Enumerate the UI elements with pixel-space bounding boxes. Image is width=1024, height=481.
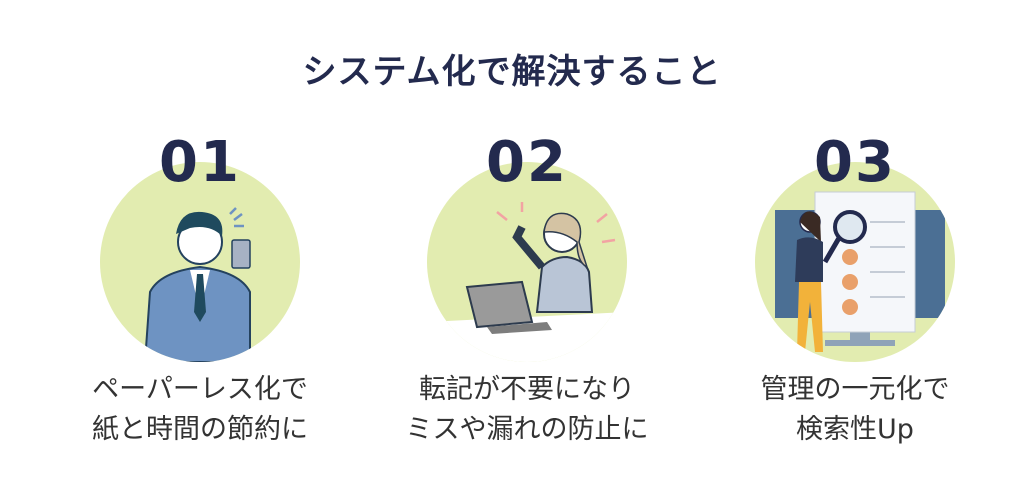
item-number: 01 [159, 130, 241, 195]
caption-line-2: 紙と時間の節約に [92, 414, 308, 445]
illustration-circle [755, 162, 955, 362]
item-caption: 転記が不要になり ミスや漏れの防止に [367, 370, 687, 450]
illustration-circle [427, 162, 627, 362]
woman-with-magnifier-icon [775, 191, 945, 352]
item-number: 02 [486, 130, 568, 195]
caption-line-2: ミスや漏れの防止に [405, 414, 649, 445]
woman-at-laptop-icon [427, 202, 627, 362]
item-caption: ペーパーレス化で 紙と時間の節約に [40, 370, 360, 450]
item-number: 03 [814, 130, 896, 195]
man-with-smartphone-icon [143, 207, 251, 362]
caption-line-1: ペーパーレス化で [92, 374, 308, 405]
illustration-circle [100, 162, 300, 362]
page-title: システム化で解決すること [302, 52, 722, 92]
caption-line-1: 転記が不要になり [419, 374, 635, 405]
caption-line-2: 検索性Up [796, 414, 914, 445]
item-caption: 管理の一元化で 検索性Up [695, 370, 1015, 450]
caption-line-1: 管理の一元化で [760, 374, 950, 405]
